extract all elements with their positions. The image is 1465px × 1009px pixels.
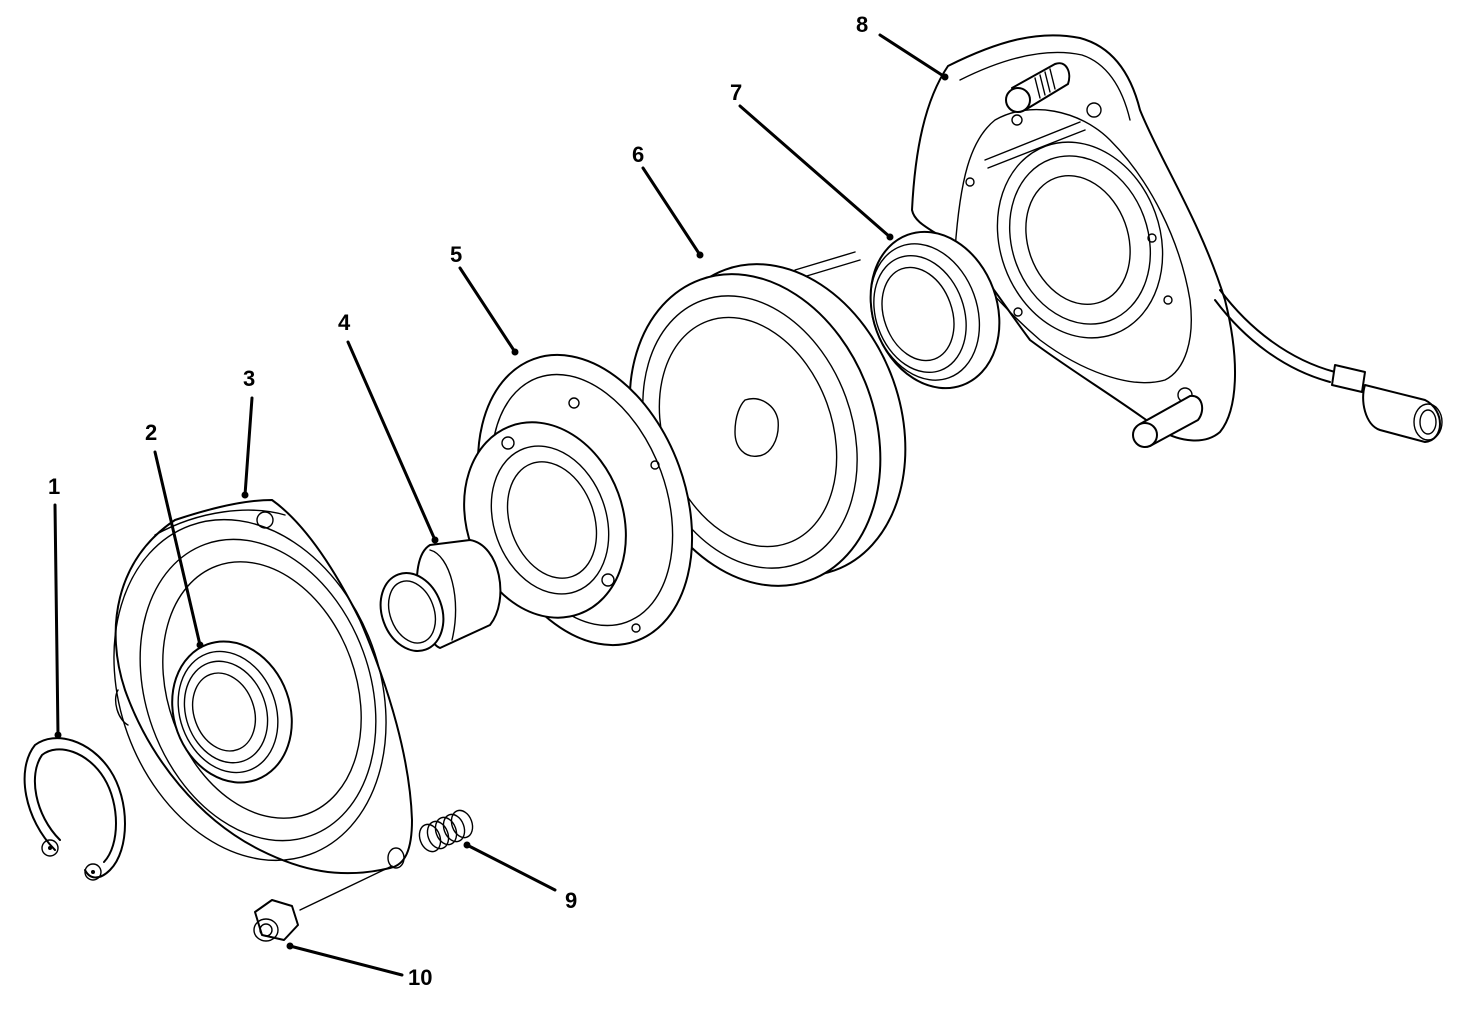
callout-5: 5 — [450, 242, 462, 267]
part-6-pulley — [628, 251, 907, 587]
part-8-front-head-plate — [911, 34, 1443, 448]
leader-6 — [641, 166, 702, 257]
part-5-rotor — [463, 353, 694, 647]
callout-8: 8 — [856, 12, 868, 37]
leader-8 — [878, 33, 947, 79]
callout-4: 4 — [338, 310, 351, 335]
leader-3 — [243, 396, 254, 497]
callout-9: 9 — [565, 888, 577, 913]
leader-10 — [288, 944, 404, 977]
part-7-bearing — [869, 230, 1001, 390]
leader-2 — [153, 450, 202, 647]
leader-4 — [346, 340, 437, 542]
wire-connector — [1331, 364, 1443, 443]
leader-5 — [458, 266, 517, 354]
callout-10: 10 — [408, 965, 432, 990]
part-2-hub — [171, 640, 293, 784]
part-10-nut — [253, 865, 393, 942]
callout-2: 2 — [145, 420, 157, 445]
part-4-bushing — [379, 539, 502, 652]
leader-1 — [53, 503, 60, 737]
upper-stud — [1005, 62, 1071, 113]
callout-7: 7 — [730, 80, 742, 105]
callout-labels: 1 2 3 4 5 6 7 8 9 10 — [48, 12, 868, 990]
callout-1: 1 — [48, 474, 60, 499]
callout-3: 3 — [243, 366, 255, 391]
leader-9 — [465, 843, 557, 892]
leader-lines — [53, 33, 949, 977]
leader-7 — [738, 104, 892, 239]
part-1-snap-ring — [23, 737, 126, 881]
lower-stud — [1132, 394, 1204, 448]
part-9-spring — [418, 809, 474, 853]
callout-6: 6 — [632, 142, 644, 167]
